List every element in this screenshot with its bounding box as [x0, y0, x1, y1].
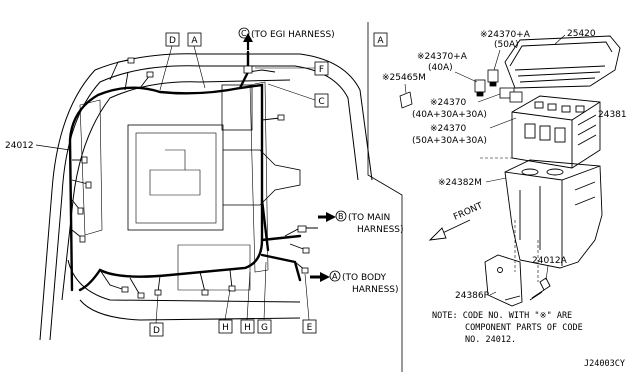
letter-box-d-top: D	[159, 32, 180, 91]
diagram-code: J24003CY	[584, 359, 625, 369]
svg-text:※25465M: ※25465M	[382, 73, 426, 83]
fuse-box-lower	[504, 159, 603, 269]
svg-text:※24370+A: ※24370+A	[417, 52, 468, 62]
svg-text:E: E	[307, 323, 313, 333]
bracket-24386p	[484, 254, 523, 307]
note-line-3: NO. 24012.	[465, 335, 516, 345]
section-divider	[367, 22, 403, 372]
svg-text:24386P: 24386P	[455, 291, 490, 301]
svg-text:C: C	[318, 97, 324, 107]
svg-text:HARNESS): HARNESS)	[352, 285, 399, 295]
svg-text:※24370+A: ※24370+A	[480, 30, 531, 40]
fusible-link-50a	[487, 69, 499, 87]
front-arrow: FRONT	[428, 201, 485, 241]
svg-text:D: D	[153, 326, 160, 336]
svg-text:A: A	[191, 36, 198, 46]
letter-box-a-top: A	[187, 32, 206, 89]
letter-box-d-bottom: D	[149, 294, 164, 337]
letter-box-c: C	[267, 83, 329, 108]
svg-text:(50A+30A+30A): (50A+30A+30A)	[412, 136, 487, 146]
letter-box-g: G	[257, 261, 272, 334]
note-line-2: COMPONENT PARTS OF CODE	[465, 323, 583, 333]
letter-box-e: E	[302, 273, 317, 334]
letter-box-f: F	[255, 61, 329, 76]
svg-text:(TO BODY: (TO BODY	[342, 273, 386, 283]
note-line-1: NOTE: CODE NO. WITH "※" ARE	[432, 311, 572, 321]
svg-text:24381: 24381	[598, 110, 627, 120]
letter-box-h-2: H	[240, 271, 255, 334]
svg-text:G: G	[261, 323, 268, 333]
svg-text:A: A	[377, 36, 384, 46]
main-harness-callout: B (TO MAIN HARNESS)	[318, 210, 404, 235]
fuse-block-40-30-30	[499, 87, 523, 103]
body-harness-callout: A (TO BODY HARNESS)	[310, 270, 399, 295]
svg-text:F: F	[319, 65, 324, 75]
letter-box-h-1: H	[218, 289, 233, 334]
fuse-block-24381	[511, 95, 601, 169]
svg-text:(40A): (40A)	[428, 63, 453, 73]
svg-text:D: D	[169, 36, 176, 46]
part-number-25420: 25420	[567, 29, 596, 39]
fuse-box-cover	[504, 35, 621, 89]
svg-text:(50A): (50A)	[494, 40, 519, 50]
svg-text:(TO MAIN: (TO MAIN	[348, 213, 390, 223]
fusible-link-40a	[474, 79, 486, 97]
assembly-guide-lines	[480, 157, 539, 282]
letter-box-a-detail: A	[373, 32, 388, 47]
svg-text:A: A	[332, 272, 338, 281]
egi-harness-callout: C (TO EGI HARNESS)	[238, 27, 335, 50]
svg-text:※24382M: ※24382M	[438, 178, 482, 188]
bolt-24012a	[529, 277, 551, 301]
svg-text:H: H	[244, 323, 251, 333]
svg-text:HARNESS): HARNESS)	[357, 225, 404, 235]
front-label: FRONT	[452, 201, 485, 223]
svg-text:※24370: ※24370	[430, 124, 466, 134]
egi-circle-letter: C	[241, 29, 247, 38]
svg-text:(40A+30A+30A): (40A+30A+30A)	[412, 110, 487, 120]
svg-text:B: B	[338, 212, 344, 221]
wiring-harness	[68, 50, 302, 292]
part-number-24012: 24012	[5, 141, 34, 151]
svg-text:H: H	[222, 323, 229, 333]
egi-harness-label: (TO EGI HARNESS)	[251, 30, 335, 40]
relay-25465m	[399, 91, 413, 109]
svg-text:※24370: ※24370	[430, 98, 466, 108]
svg-text:24012A: 24012A	[532, 256, 568, 266]
